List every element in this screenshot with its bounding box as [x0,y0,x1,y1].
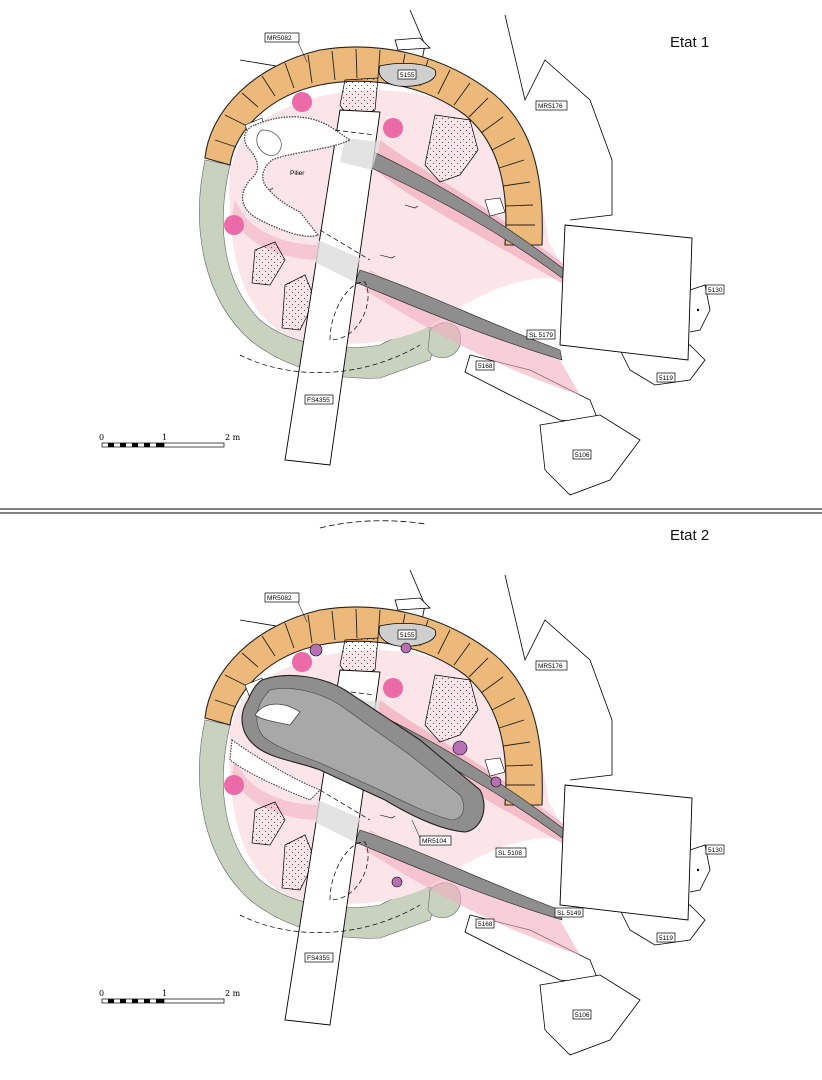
svg-text:5106: 5106 [575,452,590,459]
scale-zero: 0 [99,433,104,442]
label-sl5108: SL 5108 [495,847,527,858]
label-5130-2: 5130 [705,844,725,855]
svg-text:MR5176: MR5176 [538,663,563,670]
svg-text:FS4355: FS4355 [307,397,330,404]
label-sl: SL 5179 [526,329,556,340]
label-5130: 5130 [705,284,725,295]
scale-zero-2: 0 [99,989,104,998]
label-sl-2: SL 5149 [554,907,584,918]
label-5168: 5168 [475,360,495,371]
label-fs4355: FS4355 [304,394,334,405]
svg-text:5155: 5155 [400,632,415,639]
svg-text:5130: 5130 [708,287,723,294]
svg-text:SL 5179: SL 5179 [529,332,553,339]
label-5119: 5119 [656,372,676,383]
panel-separator [0,508,822,514]
panel-title-2: Etat 2 [670,527,709,544]
svg-text:MR5104: MR5104 [422,838,447,845]
scale-bar-2: 0 1 2 m [99,989,241,1004]
label-mr5082: MR5082 [264,32,300,43]
svg-text:5168: 5168 [478,921,493,928]
svg-text:MR5082: MR5082 [267,35,292,42]
label-5106-2: 5106 [572,1009,592,1020]
label-fs4355-2: FS4355 [304,952,334,963]
label-mr5104: MR5104 [419,835,452,846]
svg-text:SL 5149: SL 5149 [557,910,581,917]
svg-text:5168: 5168 [478,363,493,370]
panel-title: Etat 1 [670,34,709,51]
label-5168-2: 5168 [475,918,495,929]
panel-etat-2 [198,520,711,1056]
scale-one-2: 1 [162,989,167,998]
svg-text:5119: 5119 [659,935,673,942]
svg-text:5155: 5155 [400,72,415,79]
scale-bar: 0 1 2 m [99,433,241,448]
scale-two: 2 m [225,433,241,442]
scale-one: 1 [162,433,167,442]
svg-text:5130: 5130 [708,847,723,854]
label-5155-2: 5155 [397,629,417,640]
label-mr5176: MR5176 [535,100,568,111]
label-5106: 5106 [572,449,592,460]
svg-text:MR5176: MR5176 [538,103,563,110]
label-pilier: Pilier [290,170,305,177]
label-mr5176-2: MR5176 [535,660,568,671]
svg-text:5106: 5106 [575,1012,590,1019]
label-5155: 5155 [397,69,417,80]
svg-text:MR5082: MR5082 [267,595,292,602]
svg-text:FS4355: FS4355 [307,955,330,962]
label-mr5082-2: MR5082 [264,592,300,603]
svg-text:SL 5108: SL 5108 [498,850,522,857]
scale-two-2: 2 m [225,989,241,998]
label-5119-2: 5119 [656,932,676,943]
svg-text:5119: 5119 [659,375,673,382]
